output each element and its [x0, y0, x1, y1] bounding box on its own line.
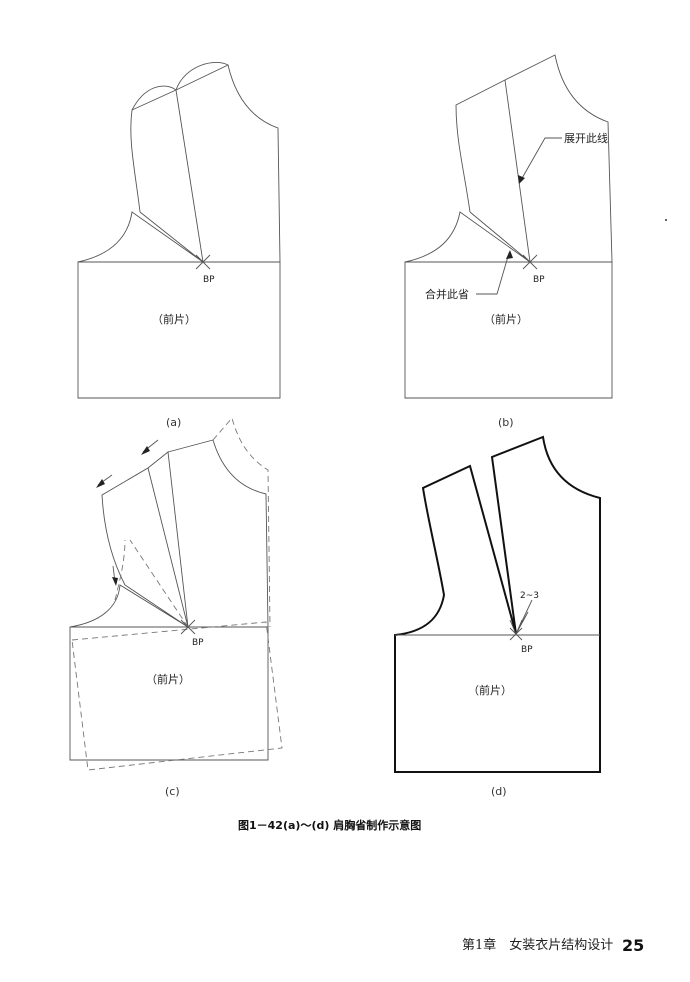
panel-a-piece-label: （前片）	[152, 312, 196, 326]
panel-a-dart-line	[175, 89, 204, 263]
panel-b-piece-label: （前片）	[484, 312, 528, 326]
panel-b: 展开此线 合并此省 BP （前片） (b)	[404, 54, 613, 429]
panel-d-caption: (d)	[491, 785, 507, 798]
panel-b-leader-close	[476, 252, 510, 295]
panel-b-bp-label: BP	[533, 275, 545, 285]
panel-d-bp-cross	[509, 627, 523, 641]
panel-a-shoulder-curves	[131, 62, 229, 111]
panel-b-bp-cross	[522, 254, 538, 270]
panel-c: BP （前片） (c)	[69, 417, 283, 798]
panel-c-bodice-lower-rotated	[71, 621, 283, 771]
panel-c-bp-cross	[180, 619, 196, 635]
panel-b-leader-open	[520, 137, 562, 181]
panel-c-piece-label: （前片）	[146, 672, 190, 686]
panel-b-arrow-open	[518, 175, 525, 184]
panel-c-bodice-upper	[69, 439, 269, 628]
panel-a-caption: (a)	[166, 416, 181, 429]
panel-b-arrow-close	[506, 250, 513, 259]
panel-c-bp-label: BP	[192, 638, 204, 648]
panel-c-arrow-1-head	[141, 446, 150, 455]
panel-c-bodice-lower-original	[69, 626, 269, 761]
panel-a-bodice-upper	[77, 64, 281, 263]
figure-title: 图1－42(a)～(d) 肩胸省制作示意图	[238, 818, 421, 832]
panel-a-bp-label: BP	[203, 275, 215, 285]
margin-dot	[665, 219, 667, 221]
footer-chapter: 第1章 女装衣片结构设计	[462, 937, 613, 953]
panel-c-caption: (c)	[165, 785, 180, 798]
panel-b-annotation-close: 合并此省	[425, 287, 469, 301]
panel-b-bodice-lower	[404, 261, 613, 399]
panel-b-bodice-upper	[404, 54, 613, 263]
panel-b-annotation-open: 展开此线	[564, 131, 608, 145]
panel-a-bodice-lower	[77, 261, 281, 399]
panel-a-bp-cross	[195, 254, 211, 270]
panel-b-caption: (b)	[498, 416, 514, 429]
panel-d-bp-label: BP	[521, 645, 533, 655]
panel-c-bodice-upper-dashed	[114, 417, 271, 628]
footer-page-number: 25	[622, 936, 644, 955]
panel-d: 2~3 BP （前片） (d)	[394, 435, 601, 798]
panel-c-arrow-3-head	[112, 577, 118, 586]
panel-d-bodice-outline	[394, 435, 601, 773]
panel-a: BP （前片） (a)	[77, 62, 281, 429]
panel-d-piece-label: （前片）	[468, 683, 512, 697]
panel-d-dart-marks	[509, 599, 533, 635]
panel-d-dart-size: 2~3	[520, 591, 539, 601]
panel-b-dart-line	[504, 79, 531, 263]
panel-c-arrow-2-head	[96, 479, 105, 488]
